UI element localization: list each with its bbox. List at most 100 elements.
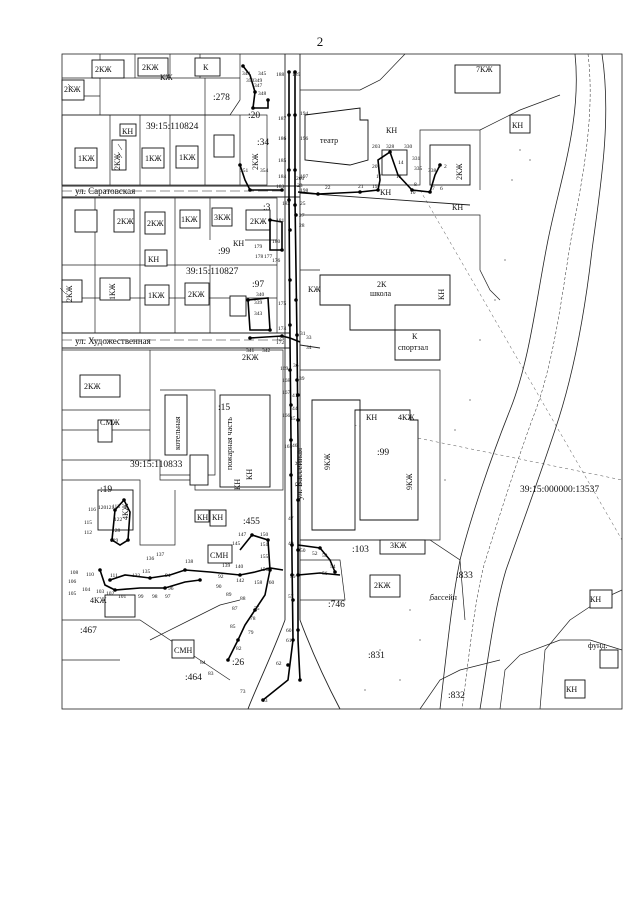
building-label-sport: спортзал [398,343,428,352]
point-number: 166 [282,413,291,419]
parcel-label: :103 [352,545,369,555]
survey-points [98,64,442,702]
parcel-label: :278 [213,93,230,103]
point-number: 198 [300,188,309,194]
point-number: 41 [292,393,298,399]
building-label: 4КЖ [398,413,415,422]
point-number: 178 [255,254,264,260]
building-label: 9КЖ [405,473,414,490]
parcel-label: :97 [252,280,264,290]
building-label: КН [233,239,244,248]
point-number: 342 [262,348,271,354]
point-number: 142 [236,578,245,584]
building-label: КЖ [308,285,321,294]
point-number: 188 [276,72,285,78]
point-number: 53 [322,553,328,559]
parcel-label: :455 [243,517,260,527]
building-label: КН [148,255,159,264]
point-number: 19 [372,184,378,190]
building-label: 4КЖ [90,596,107,605]
point-number: 120 [98,505,107,511]
point-number: 75 [254,606,260,612]
building-label-school-type: 2К [377,280,387,289]
parcel-label: :833 [456,571,473,581]
point-number: 102 [106,591,115,597]
point-number: 174 [278,326,287,332]
point-number: 34 [306,345,312,351]
point-number: 82 [236,646,242,652]
point-number: 99 [138,594,144,600]
building-label: 1КЖ [108,283,117,300]
point-number: 331 [412,156,421,162]
building-label: КН [233,479,242,490]
parcel-label: :464 [185,673,202,683]
point-number: 189 [292,72,301,78]
building-label: 2КЖ [142,63,159,72]
building-label: 2КЖ [117,217,134,226]
point-number: 63 [262,698,268,704]
street-label-khudozhestvennaya: ул. Художественная [75,336,151,346]
point-number: 21 [358,184,364,190]
point-number: 50 [300,548,306,554]
building-label: 2КЖ [250,217,267,226]
point-number: 341 [246,348,255,354]
point-number: 116 [88,507,96,513]
building-label: КН [452,203,463,212]
point-number: 156 [260,567,269,573]
point-number: 183 [276,184,285,190]
parcel-label: :467 [80,626,97,636]
building-label: 1КЖ [179,153,196,162]
point-number: 79 [248,630,254,636]
point-number: 135 [142,569,151,575]
parcel-numbers: :278 :20 :34 :3 :99 :97 :15 :19 :455 :10… [80,93,473,701]
parcel-label: :15 [218,403,230,413]
point-number: 343 [254,311,263,317]
point-number: 151 [260,542,269,548]
river-banks [439,53,607,710]
point-number: 57 [288,594,294,600]
building-label: СМН [210,551,228,560]
point-number: 187 [278,116,287,122]
page-number: 2 [316,34,324,49]
parcel-label: :3 [263,203,271,213]
building-label: 1КЖ [181,215,198,224]
point-number: 160 [266,580,275,586]
building-label: КН [197,513,208,522]
point-number: 14 [398,160,404,166]
point-number: 138 [185,559,194,565]
parcel-label: :832 [448,691,465,701]
point-number: 44 [292,406,298,412]
point-number: 105 [68,591,77,597]
point-number: 97 [165,594,171,600]
survey-boundary [99,65,441,701]
point-number: 345 [258,71,267,77]
point-number: 185 [278,158,287,164]
point-number: 47 [288,516,294,522]
point-number: 201 [372,164,381,170]
building-label: 2КЖ [84,382,101,391]
point-number: 350 [246,78,255,84]
point-number: 140 [235,564,244,570]
building-label: КН [245,469,254,480]
point-number: 110 [86,572,94,578]
parcel-label: :746 [328,600,345,610]
point-number: 28 [299,223,305,229]
point-number: 27 [299,213,305,219]
point-number: 340 [256,292,265,298]
point-number: 182 [282,201,291,207]
point-number: 106 [68,579,77,585]
building-label-sport-type: К [412,332,418,341]
street-label-saratovskaya: ул. Саратовская [75,186,135,196]
parcel-label: :26 [232,658,244,668]
point-number: 113 [112,504,120,510]
cadastral-quarter-000000: 39:15:000000:13537 [520,485,599,495]
point-number: 155 [260,554,269,560]
building-label: КН [380,188,391,197]
point-number: 136 [146,556,155,562]
point-number: 139 [222,563,231,569]
building-label: 1КЖ [145,154,162,163]
building-label: К [203,63,209,72]
point-number: 167 [282,390,291,396]
building-label: 4КЖ [121,503,130,520]
point-number: 184 [278,174,287,180]
